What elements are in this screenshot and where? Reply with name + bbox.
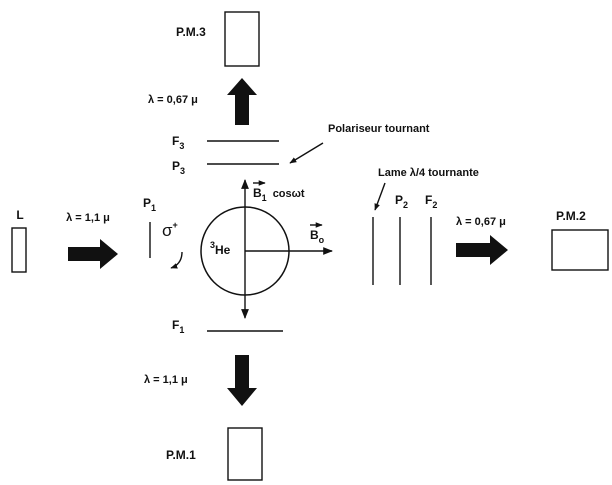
sigma-plus-label: σ+ xyxy=(162,220,178,240)
upward-beam-arrow xyxy=(227,78,257,125)
pm3-box xyxy=(224,11,260,67)
p1-label: P1 xyxy=(143,196,156,213)
pm1-box xyxy=(227,427,263,481)
polariseur-pointer xyxy=(289,142,324,164)
lame-label: Lame λ/4 tournante xyxy=(378,167,479,179)
pm3-label: P.M.3 xyxy=(176,25,206,39)
helium-label: 3He xyxy=(210,240,231,257)
f2-label: F2 xyxy=(425,193,437,210)
input-beam-arrow xyxy=(68,239,118,269)
polariseur-label: Polariseur tournant xyxy=(328,123,430,135)
downward-beam-arrow xyxy=(227,355,257,406)
lambda-up-label: λ = 0,67 μ xyxy=(148,94,198,106)
lambda-right-label: λ = 0,67 μ xyxy=(456,216,506,228)
lamp-label: L xyxy=(16,208,23,222)
output-beam-arrow xyxy=(456,235,508,265)
lame-pointer xyxy=(374,182,386,211)
b0-label: Bo xyxy=(310,228,325,245)
lambda-input-label: λ = 1,1 μ xyxy=(66,212,110,224)
circular-polarization-arrow xyxy=(170,251,183,269)
pm2-label: P.M.2 xyxy=(556,209,586,223)
pm2-box xyxy=(551,229,609,271)
lamp-box xyxy=(11,227,27,273)
f1-label: F1 xyxy=(172,318,184,335)
f3-label: F3 xyxy=(172,134,184,151)
pm1-label: P.M.1 xyxy=(166,448,196,462)
p3-label: P3 xyxy=(172,159,185,176)
lambda-down-label: λ = 1,1 μ xyxy=(144,374,188,386)
p2-label: P2 xyxy=(395,193,408,210)
